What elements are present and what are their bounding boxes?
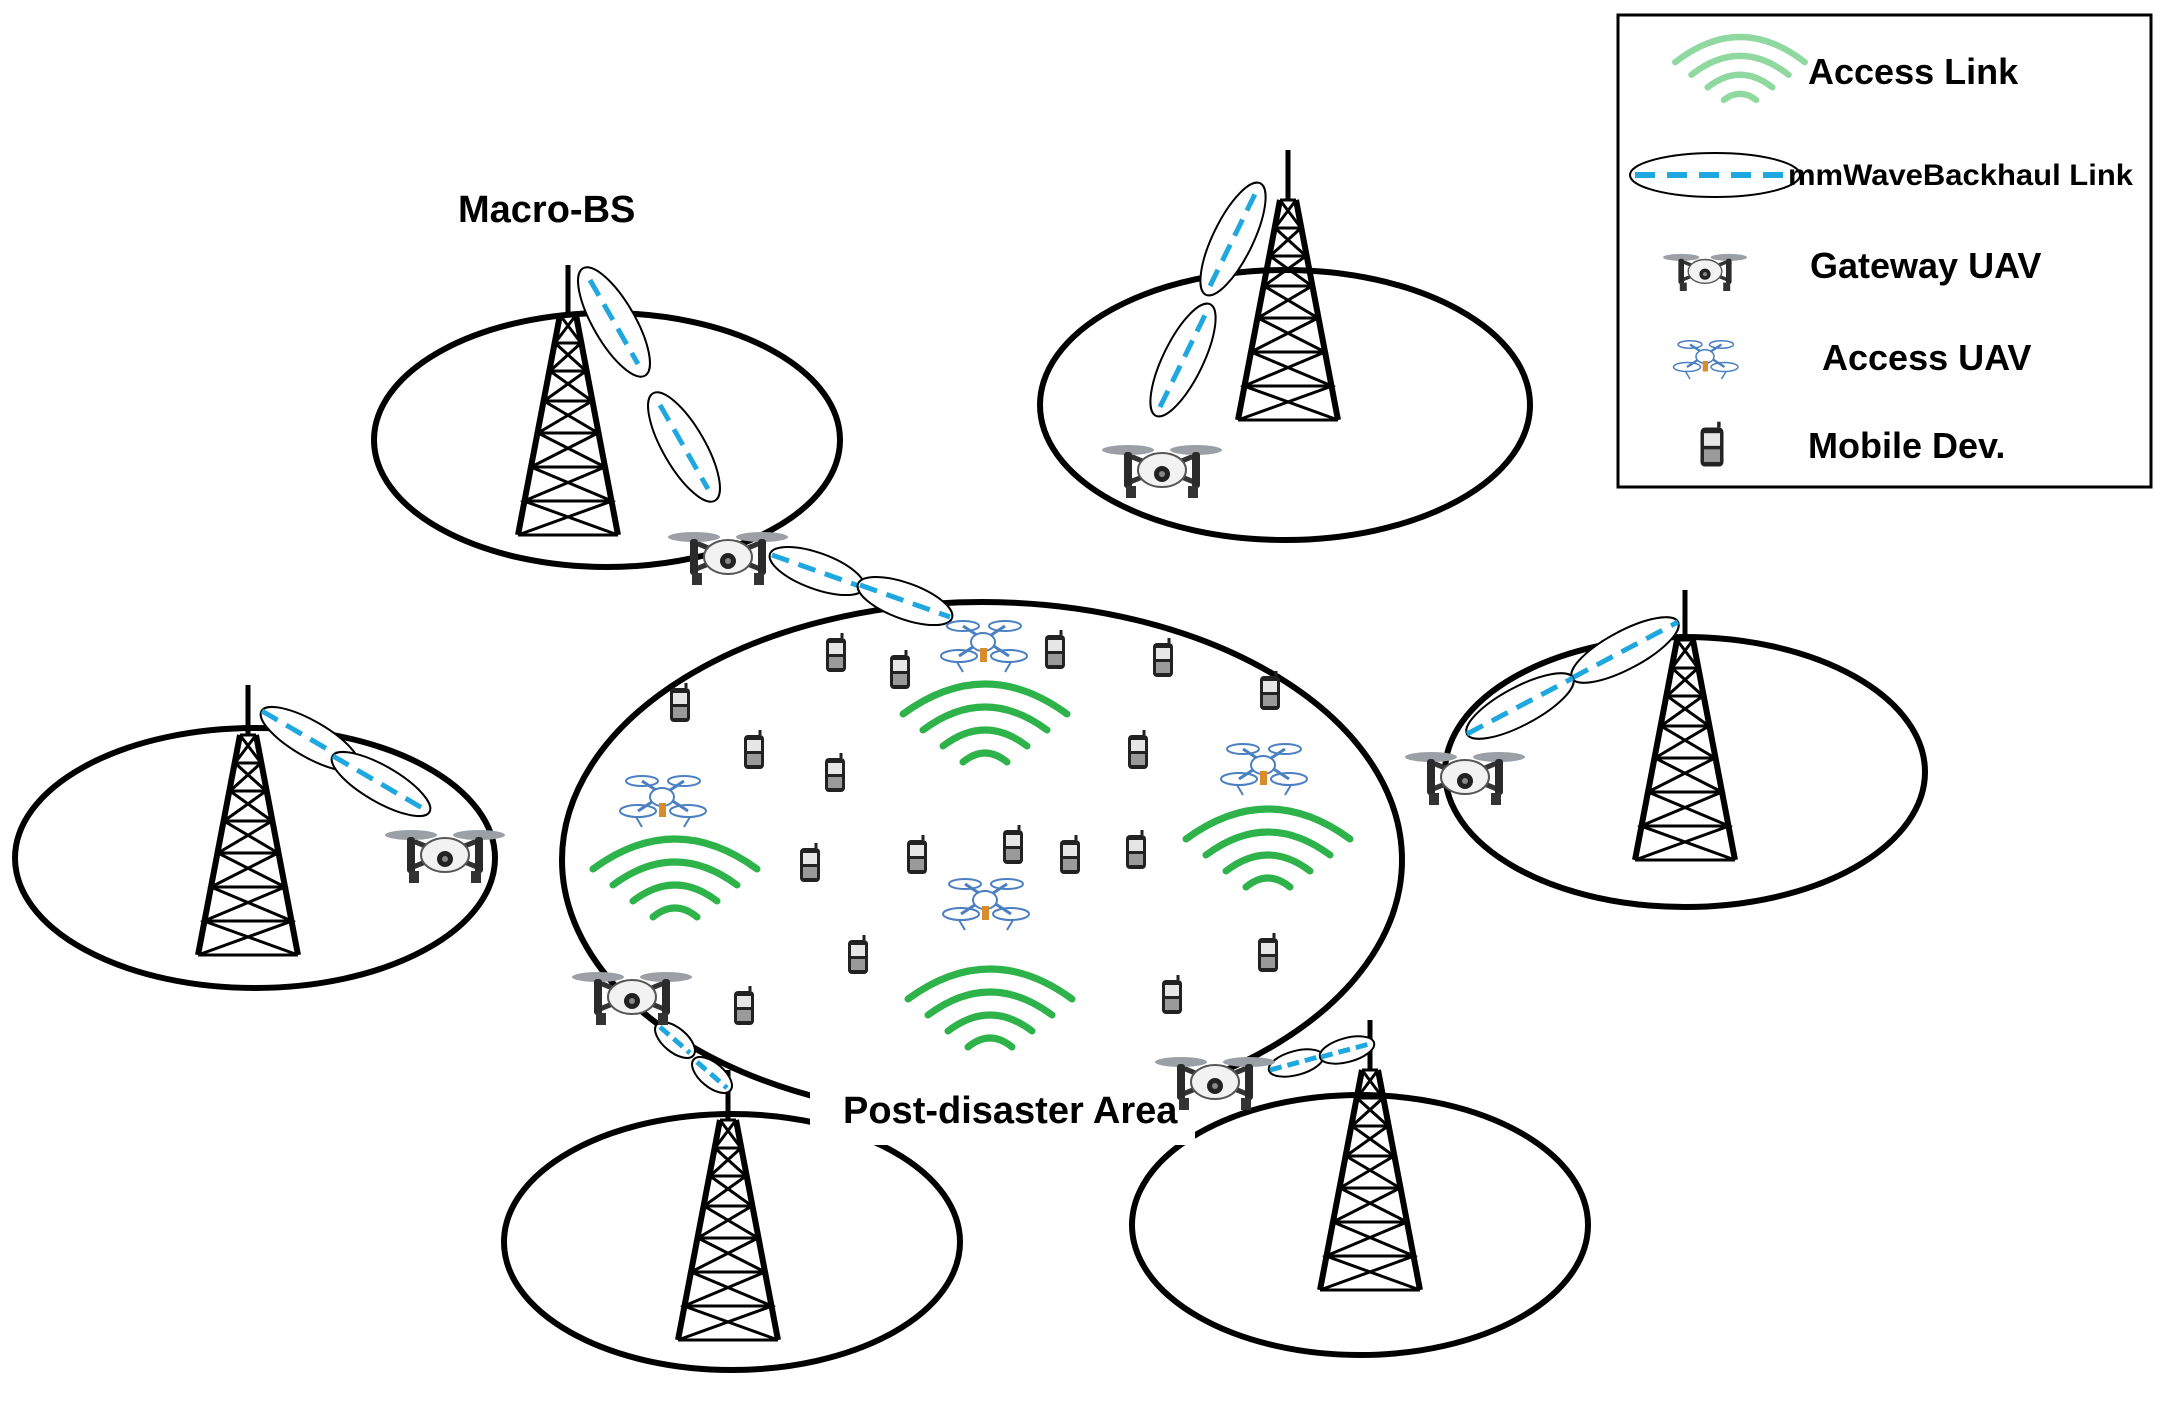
gateway-uav-icon <box>1102 445 1222 498</box>
backhaul-link-icon <box>654 1021 696 1059</box>
backhaul-link-icon <box>1629 152 1801 198</box>
mobile-device-icon <box>1698 419 1726 469</box>
legend: Access Link mmWaveBackhaul Link Gateway … <box>1616 13 2153 489</box>
legend-gateway-uav: Gateway UAV <box>1661 245 2041 293</box>
backhaul-link-icon <box>1199 181 1267 297</box>
post-disaster-area <box>559 599 1405 1145</box>
mobile-device-icon <box>798 841 822 884</box>
mobile-device-icon <box>668 681 692 724</box>
legend-backhaul-link-label: mmWaveBackhaul Link <box>1788 159 2133 192</box>
access-link-icon <box>1672 33 1808 104</box>
backhaul-link-icon <box>1267 1048 1325 1078</box>
legend-access-link-label: Access Link <box>1808 51 2019 92</box>
access-link-icon <box>1186 809 1350 887</box>
backhaul-link-icon <box>691 1056 733 1094</box>
access-link-icon <box>903 684 1067 762</box>
mobile-device-icon <box>1160 973 1184 1016</box>
backhaul-link-icon <box>647 391 721 503</box>
mobile-device-icon <box>846 933 870 976</box>
tower-icon <box>678 1070 778 1340</box>
access-uav-icon <box>941 877 1031 932</box>
mobile-device-icon <box>823 751 847 794</box>
mobile-device-icon <box>1124 828 1148 871</box>
backhaul-link-icon <box>768 545 866 597</box>
macro-bs-label: Macro-BS <box>458 189 635 231</box>
gateway-uav-icon <box>572 972 692 1025</box>
access-uav-icon <box>1219 742 1309 797</box>
mobile-device-icon <box>742 728 766 771</box>
legend-access-uav-label: Access UAV <box>1822 337 2031 378</box>
macro-cell-top-right <box>1037 150 1533 543</box>
mobile-device-icon <box>1043 628 1067 671</box>
backhaul-link-icon <box>1149 302 1217 418</box>
legend-mobile-dev: Mobile Dev. <box>1698 419 2005 469</box>
access-uav-icon <box>618 774 708 829</box>
access-link-icon <box>908 969 1072 1047</box>
legend-gateway-uav-label: Gateway UAV <box>1810 245 2041 286</box>
legend-backhaul-link: mmWaveBackhaul Link <box>1629 152 2133 198</box>
mobile-device-icon <box>1256 931 1280 974</box>
gateway-uav-icon <box>385 830 505 883</box>
gateway-uav-icon <box>1405 752 1525 805</box>
mobile-device-icon <box>824 631 848 674</box>
mobile-device-icon <box>1151 636 1175 679</box>
access-uavs <box>618 619 1309 932</box>
access-link-icon <box>593 839 757 917</box>
legend-access-uav: Access UAV <box>1672 337 2031 381</box>
backhaul-links <box>259 181 1680 1094</box>
mobile-device-icon <box>732 984 756 1027</box>
access-uav-icon <box>939 619 1029 674</box>
gateway-uavs <box>385 445 1525 1110</box>
mobile-device-icon <box>1058 833 1082 876</box>
macro-cell-right <box>1442 590 1928 910</box>
backhaul-link-icon <box>330 750 432 818</box>
macro-cell-bottom-left <box>501 1070 963 1373</box>
legend-mobile-dev-label: Mobile Dev. <box>1808 425 2005 466</box>
mobile-device-icon <box>1001 823 1025 866</box>
mobile-device-icon <box>1126 728 1150 771</box>
backhaul-link-icon <box>1318 1035 1376 1065</box>
backhaul-link-icon <box>856 575 954 627</box>
backhaul-link-icon <box>577 266 651 378</box>
access-links <box>593 684 1350 1047</box>
legend-access-link: Access Link <box>1672 33 2019 104</box>
mobile-device-icon <box>905 833 929 876</box>
macro-cell-left <box>12 685 498 991</box>
macro-cell-bottom-right <box>1129 1020 1591 1358</box>
mobile-devices <box>668 628 1282 1027</box>
backhaul-link-icon <box>1465 672 1575 740</box>
mobile-device-icon <box>1258 669 1282 712</box>
post-disaster-area-label: Post-disaster Area <box>843 1090 1178 1132</box>
mobile-device-icon <box>888 648 912 691</box>
